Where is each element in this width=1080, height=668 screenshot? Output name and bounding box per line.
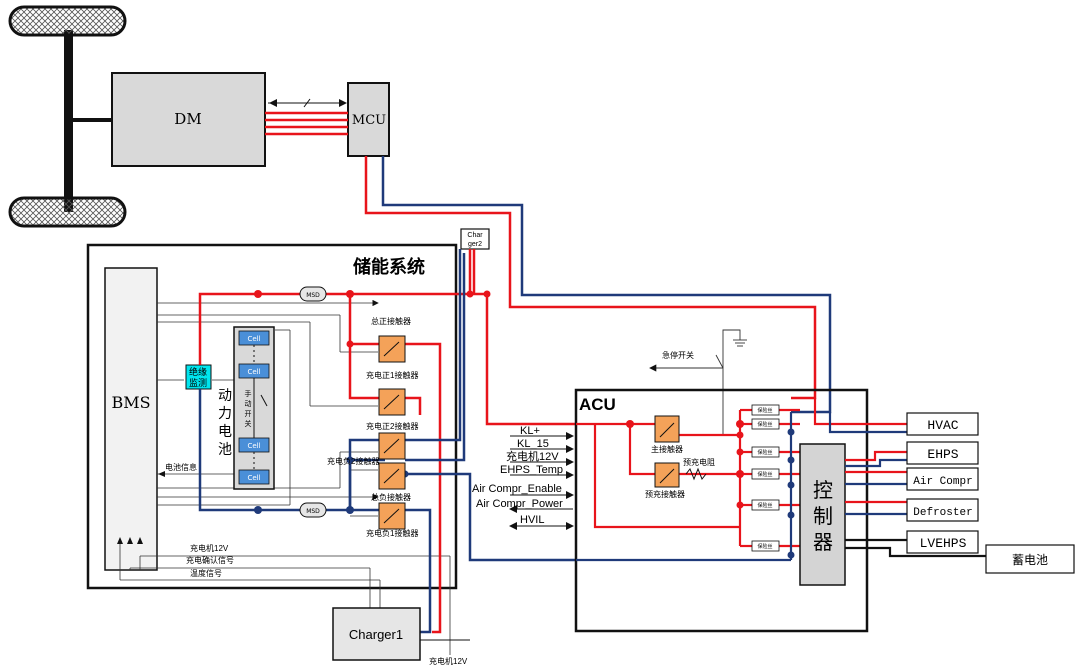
storage-system-frame: [86, 243, 458, 590]
svg-text:Cell: Cell: [247, 335, 260, 343]
charger1-box: [332, 607, 421, 661]
label-main-neg: 总负接触器: [371, 492, 411, 502]
charger1-label: Charger1: [349, 627, 403, 642]
dm-mcu-phase-lines: [265, 111, 348, 136]
dm-box: [111, 72, 266, 167]
svg-text:保险丝: 保险丝: [757, 471, 772, 478]
precharge-resistor: [685, 467, 707, 481]
load-blue-wires: [828, 412, 907, 516]
acu-input-1: KL_15: [517, 438, 549, 450]
load-hvac: [906, 412, 979, 436]
battery-12v-label: 蓄电池: [1012, 553, 1048, 567]
label-chg-pos2: 充电正2接触器: [366, 421, 418, 431]
svg-text:保险丝: 保险丝: [757, 449, 772, 456]
battery-12v: [985, 544, 1075, 574]
contactor-chg-neg2: [378, 432, 406, 460]
svg-text:MSD: MSD: [306, 508, 320, 515]
load-lvehps-label: LVEHPS: [920, 536, 967, 551]
insulation-monitor-label-2: 监测: [189, 377, 207, 388]
acu-input-4: Air Compr_Enable: [472, 483, 562, 495]
contactors: [378, 335, 406, 530]
acu-input-3: EHPS_Temp: [500, 464, 563, 476]
front-wheel: [8, 5, 127, 37]
manual-switch-label: 手动开关: [245, 389, 252, 428]
acu-frame: [574, 388, 869, 633]
label-precharge-resistor: 预充电阻: [683, 457, 715, 467]
battery-cells: Cell Cell Cell Cell: [238, 330, 270, 485]
junction-dots: [254, 290, 491, 348]
label-precharge-contactor: 预充接触器: [645, 489, 685, 499]
acu-input-6: HVIL: [520, 514, 544, 526]
load-ehps-label: EHPS: [927, 447, 958, 462]
main-contactor: [654, 415, 680, 443]
bms-box: [104, 267, 158, 571]
load-lvehps: [906, 530, 979, 554]
controller-label: 控制器: [813, 479, 833, 554]
svg-text:保险丝: 保险丝: [757, 502, 772, 509]
sig-temp: 温度信号: [190, 568, 222, 578]
acu-input-2: 充电机12V: [506, 449, 559, 463]
load-ehps: [906, 441, 979, 465]
estop-wiring: [649, 329, 747, 435]
svg-text:保险丝: 保险丝: [757, 407, 772, 414]
svg-text:Cell: Cell: [247, 474, 260, 482]
battery-info-label: 电池信息: [165, 462, 197, 472]
fuses: [751, 404, 780, 552]
bms-signal-arrows: [117, 471, 165, 544]
load-aircompr-label: Air Compr: [913, 476, 972, 488]
battery-label: 动力电池: [218, 387, 232, 457]
acu-input-arrows: [509, 432, 574, 530]
load-defroster-label: Defroster: [913, 507, 972, 519]
label-chg-pos1: 充电正1接触器: [366, 370, 418, 380]
acu-input-0: KL+: [520, 425, 540, 437]
mcu-label: MCU: [352, 113, 386, 128]
controller-box: [799, 443, 846, 586]
svg-text:Cell: Cell: [247, 368, 260, 376]
insulation-monitor-label-1: 绝缘: [189, 366, 207, 377]
axle: [64, 30, 114, 212]
mcu-trunk-blue: [381, 156, 832, 414]
sig-confirm: 充电确认信号: [186, 555, 234, 565]
acu-contactors: [654, 415, 707, 488]
load-aircompr: [906, 467, 979, 491]
load-hvac-label: HVAC: [927, 418, 958, 433]
mcu-trunk-red: [364, 156, 817, 400]
sig-12v: 充电机12V: [190, 543, 229, 553]
storage-title: 储能系统: [352, 256, 425, 277]
label-chg-neg1: 充电负1接触器: [366, 528, 418, 538]
svg-text:保险丝: 保险丝: [757, 543, 772, 550]
cell-4: [238, 469, 270, 485]
precharge-contactor: [654, 462, 680, 488]
bms-signal-wiring: [119, 299, 451, 655]
label-chg-neg2: 充电负2接触器: [327, 456, 379, 466]
label-main-pos: 总正接触器: [371, 316, 411, 326]
bottom-12v-label: 充电机12V: [429, 656, 468, 666]
dm-label: DM: [174, 110, 201, 128]
dm-mcu-signal: [268, 98, 347, 108]
msd-bottom: MSD: [299, 502, 327, 518]
label-main-contactor: 主接触器: [651, 444, 683, 454]
load-defroster: [906, 498, 979, 522]
svg-text:Cell: Cell: [247, 442, 260, 450]
load-red-wires: [813, 398, 907, 504]
acu-title: ACU: [579, 395, 616, 414]
estop-label: 急停开关: [662, 350, 694, 360]
svg-text:MSD: MSD: [306, 292, 320, 299]
bms-label: BMS: [111, 393, 150, 412]
acu-input-5: Air Compr_Power: [476, 498, 563, 510]
svg-text:保险丝: 保险丝: [757, 421, 772, 428]
load-black-wires: [845, 538, 986, 558]
rear-wheel: [8, 196, 127, 228]
insulation-monitor: [185, 364, 212, 390]
loads: [906, 412, 1075, 574]
msd-top: MSD: [299, 286, 327, 302]
mcu-box: [347, 82, 390, 157]
